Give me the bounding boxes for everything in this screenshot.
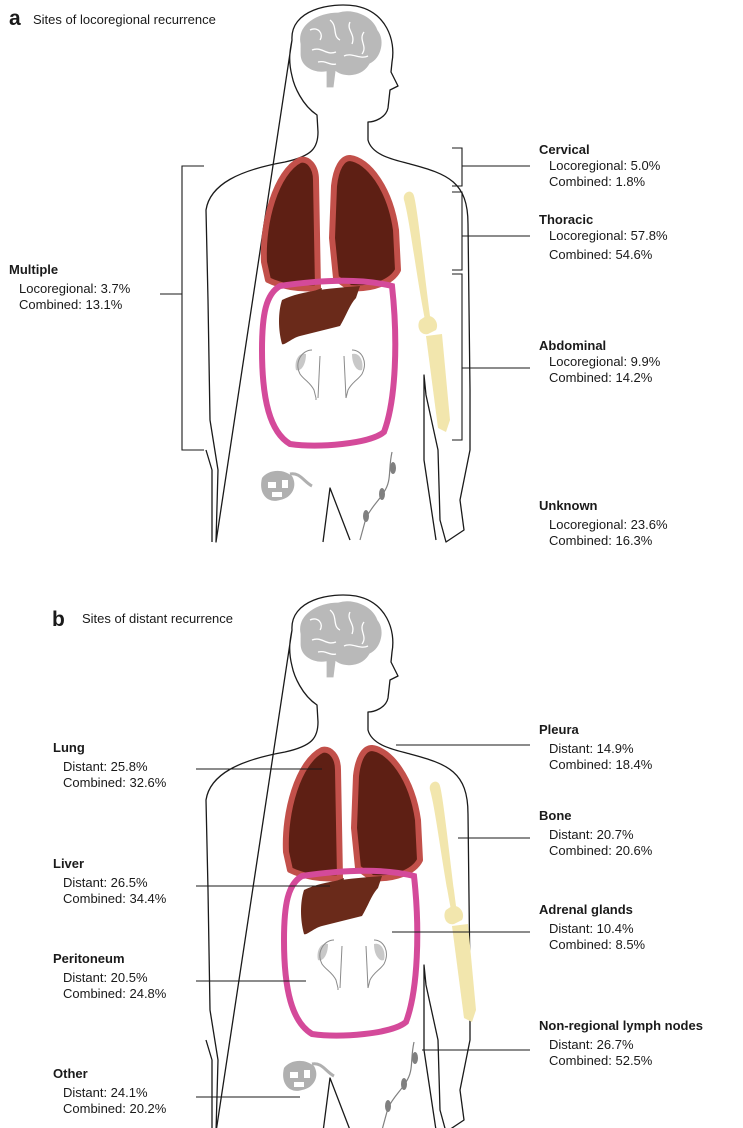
lymph-node-icon	[360, 452, 396, 540]
site-value-locoregional: Locoregional: 9.9%	[539, 354, 660, 370]
site-name: Thoracic	[539, 212, 668, 228]
lymph-node-icon	[382, 1042, 418, 1128]
panel-a-figure	[160, 5, 530, 542]
site-label-liver: Liver Distant: 26.5% Combined: 34.4%	[53, 856, 166, 907]
site-value-combined: Combined: 54.6%	[539, 247, 668, 263]
site-value-locoregional: Locoregional: 5.0%	[539, 158, 660, 174]
site-value-combined: Combined: 20.2%	[53, 1101, 166, 1117]
site-label-cervical: Cervical Locoregional: 5.0% Combined: 1.…	[539, 142, 660, 190]
site-label-non-regional-lymph-nodes: Non-regional lymph nodes Distant: 26.7% …	[539, 1018, 703, 1069]
panel-b-letter: b	[52, 609, 65, 631]
site-value-combined: Combined: 32.6%	[53, 775, 166, 791]
site-value-combined: Combined: 18.4%	[539, 757, 652, 773]
site-name: Adrenal glands	[539, 902, 645, 918]
site-name: Non-regional lymph nodes	[539, 1018, 703, 1034]
site-name: Lung	[53, 740, 166, 756]
brain-icon	[300, 601, 383, 678]
site-value-locoregional: Locoregional: 23.6%	[539, 517, 668, 533]
site-value-distant: Distant: 20.7%	[539, 827, 652, 843]
panel-a-title: Sites of locoregional recurrence	[33, 12, 216, 28]
site-name: Bone	[539, 808, 652, 824]
site-value-distant: Distant: 26.7%	[539, 1037, 703, 1053]
liver-icon	[279, 286, 360, 344]
site-label-peritoneum: Peritoneum Distant: 20.5% Combined: 24.8…	[53, 951, 166, 1002]
site-name: Peritoneum	[53, 951, 166, 967]
site-value-distant: Distant: 25.8%	[53, 759, 166, 775]
site-value-combined: Combined: 16.3%	[539, 533, 668, 549]
site-value-distant: Distant: 10.4%	[539, 921, 645, 937]
site-value-combined: Combined: 52.5%	[539, 1053, 703, 1069]
panel-b-figure	[196, 595, 530, 1128]
site-label-bone: Bone Distant: 20.7% Combined: 20.6%	[539, 808, 652, 859]
site-name: Liver	[53, 856, 166, 872]
site-value-combined: Combined: 24.8%	[53, 986, 166, 1002]
lungs-icon	[264, 158, 398, 289]
site-name: Pleura	[539, 722, 652, 738]
site-label-pleura: Pleura Distant: 14.9% Combined: 18.4%	[539, 722, 652, 773]
site-name: Cervical	[539, 142, 660, 158]
site-label-abdominal: Abdominal Locoregional: 9.9% Combined: 1…	[539, 338, 660, 386]
site-value-locoregional: Locoregional: 3.7%	[9, 281, 130, 297]
site-value-locoregional: Locoregional: 57.8%	[539, 228, 668, 244]
site-value-distant: Distant: 24.1%	[53, 1085, 166, 1101]
site-value-combined: Combined: 34.4%	[53, 891, 166, 907]
site-value-distant: Distant: 26.5%	[53, 875, 166, 891]
brain-icon	[300, 11, 383, 88]
site-value-distant: Distant: 14.9%	[539, 741, 652, 757]
site-value-combined: Combined: 14.2%	[539, 370, 660, 386]
intestine-icon	[283, 1061, 334, 1091]
site-name: Multiple	[9, 262, 130, 278]
site-label-lung: Lung Distant: 25.8% Combined: 32.6%	[53, 740, 166, 791]
lungs-icon	[286, 748, 420, 879]
panel-a-letter: a	[9, 8, 21, 30]
site-name: Other	[53, 1066, 166, 1082]
panel-b-title: Sites of distant recurrence	[82, 611, 233, 627]
site-value-combined: Combined: 1.8%	[539, 174, 660, 190]
liver-icon	[301, 876, 382, 934]
site-label-thoracic: Thoracic Locoregional: 57.8% Combined: 5…	[539, 212, 668, 263]
site-label-other: Other Distant: 24.1% Combined: 20.2%	[53, 1066, 166, 1117]
kidneys-icon	[317, 940, 386, 990]
site-value-combined: Combined: 8.5%	[539, 937, 645, 953]
site-value-distant: Distant: 20.5%	[53, 970, 166, 986]
site-label-adrenal-glands: Adrenal glands Distant: 10.4% Combined: …	[539, 902, 645, 953]
intestine-icon	[261, 471, 312, 501]
site-value-combined: Combined: 20.6%	[539, 843, 652, 859]
site-label-unknown: Unknown Locoregional: 23.6% Combined: 16…	[539, 498, 668, 549]
site-name: Abdominal	[539, 338, 660, 354]
site-name: Unknown	[539, 498, 668, 514]
site-value-combined: Combined: 13.1%	[9, 297, 130, 313]
kidneys-icon	[295, 350, 364, 400]
site-label-multiple: Multiple Locoregional: 3.7% Combined: 13…	[9, 262, 130, 313]
